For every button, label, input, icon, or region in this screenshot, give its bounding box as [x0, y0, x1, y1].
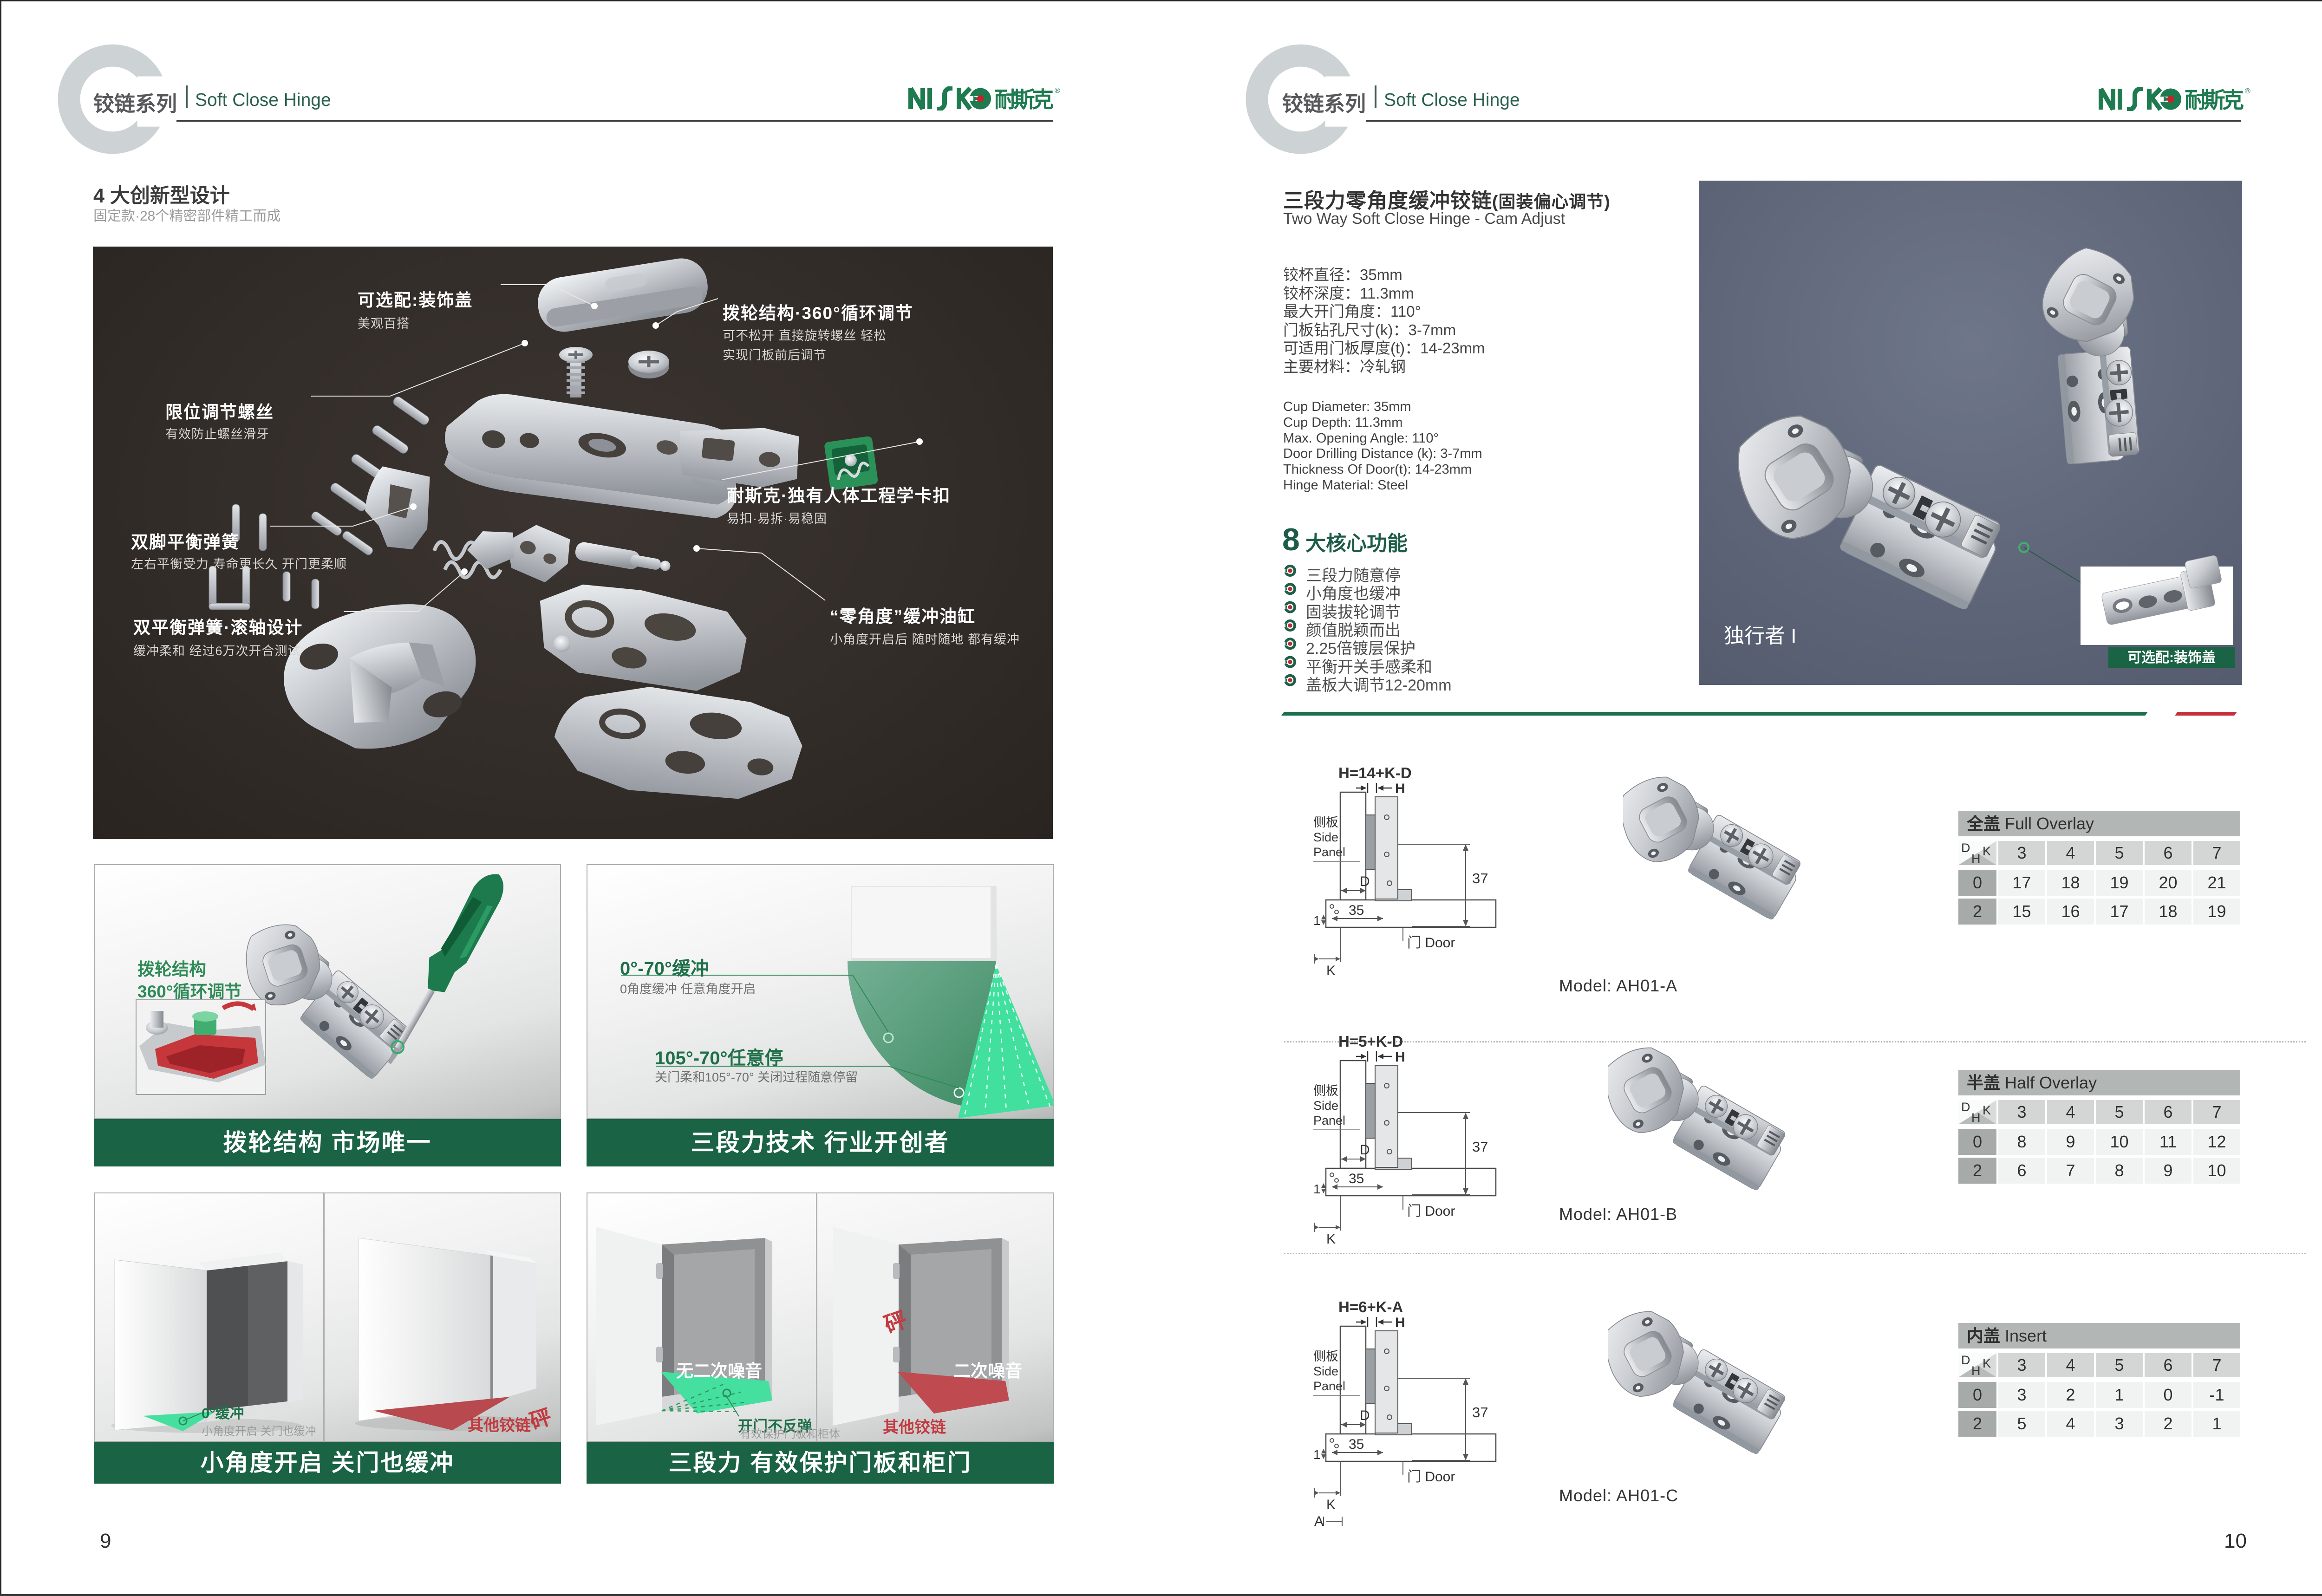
svg-text:可选配:装饰盖: 可选配:装饰盖 [2127, 650, 2216, 665]
svg-text:A: A [1314, 1514, 1324, 1528]
svg-text:H=6+K-A: H=6+K-A [1338, 1298, 1403, 1316]
svg-text:H=5+K-D: H=5+K-D [1338, 1033, 1403, 1050]
svg-text:独行者 I: 独行者 I [1724, 625, 1796, 647]
svg-text:H=14+K-D: H=14+K-D [1338, 764, 1412, 782]
